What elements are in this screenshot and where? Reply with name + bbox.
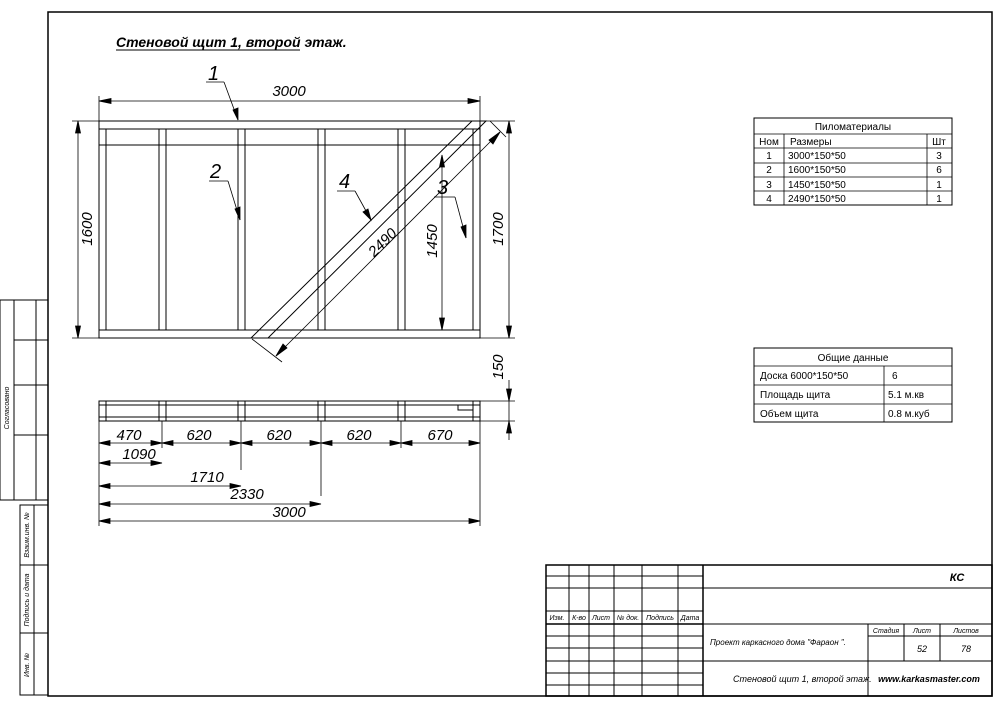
plan-stud <box>472 400 481 422</box>
dim-segment: 470 <box>116 427 142 444</box>
doc-code: КС <box>950 572 966 584</box>
materials-cell: 1 <box>936 180 942 191</box>
dim-3000-top: 3000 <box>272 83 306 100</box>
materials-cell: 1 <box>766 151 772 162</box>
stud <box>158 128 167 331</box>
stud <box>472 128 481 331</box>
sheets-label: Листов <box>952 628 979 635</box>
materials-cell: 2490*150*50 <box>788 194 846 205</box>
dim-cumulative: 2330 <box>229 486 264 503</box>
materials-cell: 1450*150*50 <box>788 180 846 191</box>
materials-table: Пиломатериалы Ном Размеры Шт 1 3000*150*… <box>753 117 953 206</box>
tb-header: Дата <box>680 615 700 622</box>
dim-segment: 620 <box>266 427 292 444</box>
dim-segment: 620 <box>186 427 212 444</box>
materials-header: Размеры <box>790 137 832 148</box>
stud <box>98 128 107 331</box>
summary-label: Доска 6000*150*50 <box>760 371 849 382</box>
materials-cell: 1 <box>936 194 942 205</box>
stage-label: Стадия <box>873 627 899 635</box>
callout-3: 3 <box>437 177 448 199</box>
sheet-number: 52 <box>917 644 927 654</box>
materials-cell: 4 <box>766 194 772 205</box>
wall-frame <box>98 120 488 339</box>
sheet-label: Лист <box>912 628 931 635</box>
tb-header: Изм. <box>550 615 565 622</box>
summary-value: 0.8 м.куб <box>888 408 930 420</box>
tb-header: К-во <box>572 615 586 622</box>
callout-4: 4 <box>339 171 350 193</box>
dim-1600: 1600 <box>79 212 96 246</box>
summary-title: Общие данные <box>818 352 889 364</box>
plan-stud <box>237 400 246 422</box>
callout-1: 1 <box>208 63 219 85</box>
materials-cell: 3 <box>936 151 942 162</box>
dim-1450: 1450 <box>424 224 441 258</box>
dim-cumulative: 1090 <box>122 446 156 463</box>
dim-segment: 670 <box>427 427 453 444</box>
materials-cell: 6 <box>936 165 942 176</box>
summary-value: 5.1 м.кв <box>888 390 924 401</box>
dim-cumulative: 3000 <box>272 504 306 521</box>
materials-cell: 1600*150*50 <box>788 165 846 176</box>
stud <box>397 128 406 331</box>
top-plate <box>98 120 481 130</box>
plan-stud <box>397 400 406 422</box>
tb-header: Подпись <box>646 614 674 622</box>
diagonal-brace <box>249 120 488 339</box>
summary-table: Общие данные Доска 6000*150*50 6 Площадь… <box>753 347 953 423</box>
plan-brace-end <box>457 404 474 411</box>
summary-label: Объем щита <box>760 408 819 420</box>
plan-stud <box>317 400 326 422</box>
dim-cumulative: 1710 <box>190 469 224 486</box>
callout-2: 2 <box>209 161 221 183</box>
project-name: Проект каркасного дома "Фараон ". <box>710 638 846 647</box>
materials-cell: 3 <box>766 180 772 191</box>
title-block <box>545 564 993 697</box>
materials-header: Шт <box>932 137 946 148</box>
dimension-lines <box>72 81 515 526</box>
plan-plate <box>98 400 481 422</box>
stud <box>237 128 246 331</box>
drawing-title: Стеновой щит 1, второй этаж. <box>116 34 347 50</box>
tb-header: Лист <box>591 615 610 622</box>
materials-cell: 2 <box>766 165 772 176</box>
summary-value: 6 <box>892 371 898 382</box>
left-stamp-strip <box>0 299 49 696</box>
tb-header: № док. <box>617 614 640 622</box>
materials-title: Пиломатериалы <box>815 122 891 133</box>
dim-segment: 620 <box>346 427 372 444</box>
dim-150: 150 <box>490 354 507 380</box>
agreed-label: Согласовано <box>4 387 11 430</box>
stud <box>317 128 326 331</box>
materials-header: Ном <box>759 137 779 148</box>
sheet-title: Стеновой щит 1, второй этаж. <box>733 674 872 684</box>
sheets-count: 78 <box>961 644 971 654</box>
inv-orig-label: Инв. № <box>24 653 31 677</box>
summary-label: Площадь щита <box>760 390 831 401</box>
dim-2490: 2490 <box>364 225 401 262</box>
inv-replace-label: Взаим.инв. № <box>24 512 31 558</box>
plan-stud <box>158 400 167 422</box>
materials-cell: 3000*150*50 <box>788 151 846 162</box>
sign-date-label: Подпись и дата <box>23 573 31 626</box>
plan-strip <box>98 400 481 422</box>
plan-stud <box>98 400 107 422</box>
website-label: www.karkasmaster.com <box>878 674 980 684</box>
dim-1700: 1700 <box>490 212 507 246</box>
bottom-plate <box>98 329 481 339</box>
